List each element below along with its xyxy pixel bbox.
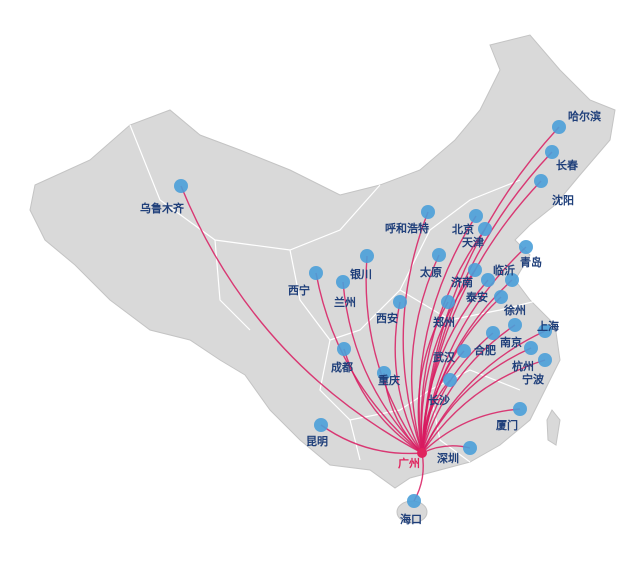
mainland-shape (29, 34, 616, 489)
city-dot[interactable] (463, 441, 477, 455)
city-label: 青岛 (520, 255, 542, 269)
city-dot[interactable] (513, 402, 527, 416)
city-dot[interactable] (494, 290, 508, 304)
city-label: 武汉 (433, 350, 456, 364)
hub-dot[interactable] (417, 448, 427, 458)
route-line (343, 348, 423, 454)
route-line (180, 185, 423, 454)
city-dot[interactable] (486, 326, 500, 340)
city-dot[interactable] (457, 344, 471, 358)
city-label: 济南 (451, 275, 473, 289)
route-line (402, 211, 429, 454)
city-dot[interactable] (481, 273, 495, 287)
route-line (421, 180, 542, 454)
city-dot[interactable] (468, 263, 482, 277)
city-dot[interactable] (407, 494, 421, 508)
routes-layer (180, 126, 560, 502)
route-line (421, 379, 451, 454)
route-line (418, 215, 477, 454)
city-dot[interactable] (552, 120, 566, 134)
city-dot[interactable] (421, 205, 435, 219)
city-label: 海口 (400, 512, 422, 526)
city-label: 南京 (500, 335, 522, 349)
city-label: 西宁 (288, 283, 310, 297)
route-line (421, 408, 521, 454)
city-dot[interactable] (519, 240, 533, 254)
land-layer (29, 34, 616, 524)
city-dot[interactable] (314, 418, 328, 432)
route-line (420, 269, 476, 454)
city-dot[interactable] (478, 222, 492, 236)
city-label: 徐州 (503, 303, 526, 317)
province-borders (129, 124, 541, 463)
route-line (421, 347, 532, 454)
city-dot[interactable] (508, 318, 522, 332)
city-label: 哈尔滨 (568, 109, 601, 123)
route-line (383, 372, 423, 454)
city-label: 临沂 (493, 263, 515, 277)
city-label: 长春 (556, 158, 579, 172)
route-line (421, 359, 546, 454)
city-label: 北京 (452, 222, 474, 236)
route-line (365, 255, 423, 454)
city-label: 合肥 (474, 343, 496, 357)
city-dots-layer (174, 120, 566, 508)
route-line (421, 332, 494, 454)
city-label: 杭州 (512, 359, 534, 373)
city-label: 深圳 (437, 451, 459, 465)
city-label: 昆明 (306, 435, 328, 448)
city-dot[interactable] (432, 248, 446, 262)
city-dot[interactable] (441, 295, 455, 309)
city-dot[interactable] (377, 366, 391, 380)
city-label: 长沙 (428, 393, 450, 407)
city-dot[interactable] (174, 179, 188, 193)
city-dot[interactable] (505, 273, 519, 287)
city-label: 泰安 (465, 290, 488, 304)
city-label: 银川 (350, 267, 372, 281)
city-dot[interactable] (393, 295, 407, 309)
route-line (410, 254, 440, 454)
city-dot[interactable] (538, 353, 552, 367)
route-line (421, 296, 502, 454)
city-dot[interactable] (469, 209, 483, 223)
route-line (320, 424, 423, 455)
city-dot[interactable] (534, 174, 548, 188)
city-dot[interactable] (524, 341, 538, 355)
city-dot[interactable] (309, 266, 323, 280)
city-label: 乌鲁木齐 (140, 201, 185, 215)
city-dot[interactable] (360, 249, 374, 263)
city-label: 重庆 (378, 373, 400, 387)
city-label: 上海 (537, 319, 559, 333)
city-dot[interactable] (545, 145, 559, 159)
hub-label: 广州 (398, 456, 420, 470)
city-label: 厦门 (496, 418, 518, 432)
route-line (394, 301, 423, 454)
city-dot[interactable] (336, 275, 350, 289)
city-dot[interactable] (337, 342, 351, 356)
city-dot[interactable] (538, 324, 552, 338)
taiwan-island (546, 409, 561, 446)
route-line (421, 279, 489, 454)
city-label: 呼和浩特 (385, 221, 429, 235)
route-line (421, 324, 516, 454)
city-label: 西安 (376, 311, 398, 325)
city-label: 成都 (331, 360, 353, 374)
city-label: 郑州 (433, 315, 455, 329)
route-line (342, 281, 423, 454)
city-label: 宁波 (522, 372, 545, 386)
city-label: 天津 (462, 235, 484, 249)
city-label: 沈阳 (552, 193, 574, 207)
city-label: 太原 (419, 265, 442, 279)
city-dot[interactable] (443, 373, 457, 387)
route-line (417, 301, 449, 454)
city-label: 兰州 (334, 295, 356, 309)
